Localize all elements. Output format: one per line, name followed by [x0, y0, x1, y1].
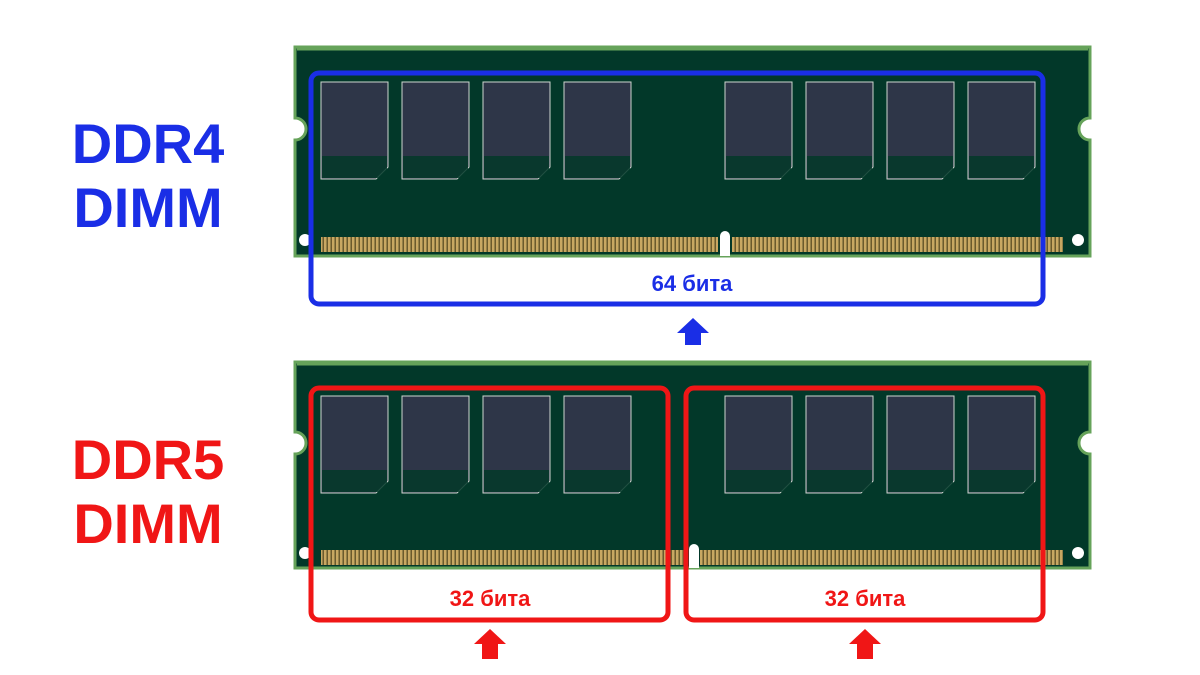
ddr5-arrow-up-icon-left	[474, 629, 506, 659]
ddr5-chips	[320, 395, 1036, 494]
ddr4-arrow-up-icon	[677, 318, 709, 345]
ddr5-contacts-right	[700, 550, 1063, 565]
ddr5-contacts-left	[321, 550, 687, 565]
ddr4-memory-chip-base	[565, 156, 630, 178]
ddr4-contacts-right	[732, 237, 1063, 252]
ddr4-64bit-channel-frame	[308, 70, 1046, 307]
ddr5-channel-label-right: 32 бита	[825, 586, 906, 611]
ddr4-memory-chip-base	[888, 156, 953, 178]
ddr5-32bit-channel-frame-right	[683, 385, 1046, 623]
ddr4-memory-chip-base	[322, 156, 387, 178]
ddr5-mount-hole-left	[299, 547, 311, 559]
ddr5-arrow-up-icon-right	[849, 629, 881, 659]
ddr5-label-line2: DIMM	[73, 492, 223, 555]
ddr5-memory-chip-base	[888, 470, 953, 492]
ddr5-channel-label-left: 32 бита	[450, 586, 531, 611]
ddr5-dimm-label: DDR5 DIMM	[28, 428, 268, 556]
ddr4-label-line2: DIMM	[73, 176, 223, 239]
ddr4-memory-chip-base	[403, 156, 468, 178]
ddr5-memory-chip-base	[807, 470, 872, 492]
ddr5-memory-chip-base	[565, 470, 630, 492]
ddr5-module	[293, 360, 1092, 570]
ddr5-key-notch	[689, 544, 699, 568]
ddr5-label-line1: DDR5	[71, 428, 225, 491]
ddr4-dimm-label: DDR4 DIMM	[28, 112, 268, 240]
ddr4-mount-hole-right	[1072, 234, 1084, 246]
ddr4-key-notch	[720, 231, 730, 256]
ddr5-memory-chip-base	[969, 470, 1034, 492]
ddr5-memory-chip-base	[403, 470, 468, 492]
ddr4-contacts-left	[321, 237, 718, 252]
ddr4-memory-chip-base	[969, 156, 1034, 178]
ddr4-mount-hole-left	[299, 234, 311, 246]
ddr5-memory-chip-base	[322, 470, 387, 492]
ddr4-memory-chip-base	[484, 156, 549, 178]
ddr4-chips	[320, 81, 1036, 180]
ddr5-memory-chip-base	[726, 470, 791, 492]
ddr5-32bit-channel-frame-left	[308, 385, 671, 623]
ddr5-mount-hole-right	[1072, 547, 1084, 559]
ddr4-memory-chip-base	[807, 156, 872, 178]
ddr5-memory-chip-base	[484, 470, 549, 492]
ddr4-label-line1: DDR4	[71, 112, 225, 175]
ddr4-channel-label: 64 бита	[652, 271, 733, 296]
ddr4-module	[293, 45, 1092, 258]
ddr4-memory-chip-base	[726, 156, 791, 178]
